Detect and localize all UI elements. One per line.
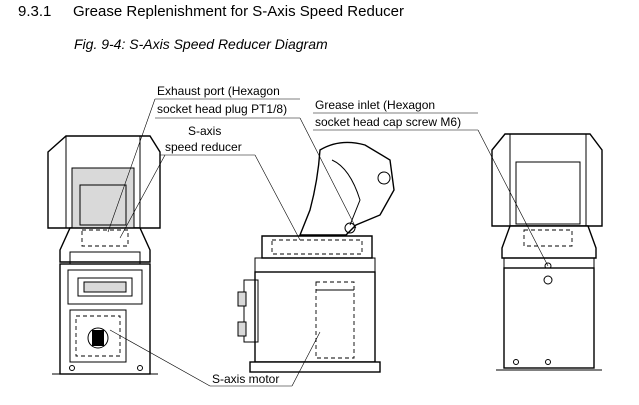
figure-caption: Fig. 9-4: S-Axis Speed Reducer Diagram [74,36,328,52]
section-heading: 9.3.1 Grease Replenishment for S-Axis Spe… [18,3,404,20]
section-title: Grease Replenishment for S-Axis Speed Re… [73,3,404,20]
grease-inlet-label-line1: Grease inlet (Hexagon [315,98,436,112]
s-axis-reducer-label-line1: S-axis [188,124,222,138]
s-axis-reducer-label-line2: speed reducer [165,140,242,154]
exhaust-port-label-line2: socket head plug PT1/8) [157,102,288,116]
grease-inlet-label-line2: socket head cap screw M6) [315,115,462,129]
side-view [237,141,395,373]
front-view [47,135,161,375]
section-number: 9.3.1 [18,3,52,20]
rear-view [491,133,603,371]
s-axis-motor-label: S-axis motor [212,372,280,386]
leader-lines [107,98,549,387]
exhaust-port-label-line1: Exhaust port (Hexagon [157,84,280,98]
